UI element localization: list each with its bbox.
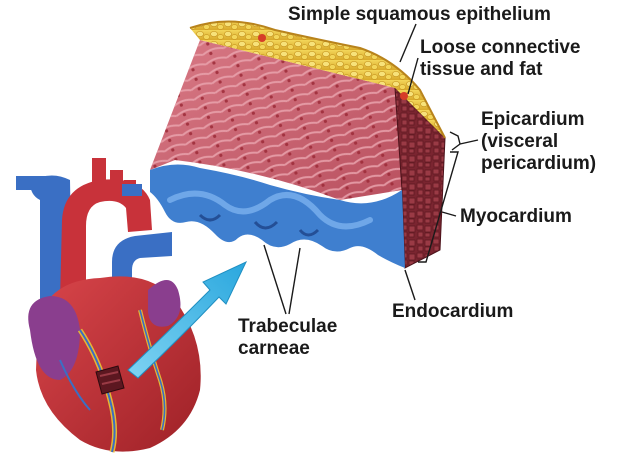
- aorta-branch: [110, 170, 123, 196]
- epithelium-surface: [189, 20, 446, 139]
- label-loose-connective-tissue: Loose connective tissue and fat: [420, 37, 581, 81]
- leader-epicardium: [459, 139, 479, 145]
- label-endocardium: Endocardium: [392, 301, 513, 323]
- label-text-line2: (visceral: [481, 131, 559, 152]
- label-text: Simple squamous epithelium: [288, 4, 551, 25]
- leader-trabeculae-2: [288, 247, 301, 315]
- leader-myocardium: [441, 211, 457, 217]
- zoom-arrow: [127, 260, 248, 379]
- label-text-line3: pericardium): [481, 153, 597, 174]
- label-text: Endocardium: [392, 301, 514, 322]
- label-myocardium: Myocardium: [460, 206, 572, 228]
- aorta-branch: [92, 158, 106, 188]
- leader-loose-connective: [407, 57, 419, 95]
- left-atrium: [148, 280, 181, 327]
- fat-layer: [190, 21, 445, 138]
- leader-trabeculae-1: [263, 244, 287, 315]
- bracket-epicardium: [449, 131, 461, 151]
- label-text-line2: tissue and fat: [420, 59, 543, 80]
- tissue-block: [150, 20, 446, 269]
- label-text-line1: Epicardium: [481, 109, 585, 130]
- endocardium-trabeculae: [150, 164, 405, 268]
- label-text-line1: Trabeculae: [238, 316, 338, 337]
- label-text: Myocardium: [460, 206, 572, 227]
- label-text-line2: carneae: [238, 338, 310, 359]
- leader-simple-squamous: [399, 23, 417, 63]
- aorta-arch: [60, 179, 152, 300]
- heart-illustration: [16, 158, 201, 453]
- vein-branch: [16, 176, 46, 190]
- label-trabeculae-carneae: Trabeculae carneae: [238, 316, 337, 360]
- leader-endocardium: [404, 269, 416, 301]
- label-text-line1: Loose connective: [420, 37, 581, 58]
- label-simple-squamous-epithelium: Simple squamous epithelium: [288, 4, 551, 26]
- myocardium-cross-section: [395, 88, 445, 268]
- label-epicardium: Epicardium (visceral pericardium): [481, 109, 596, 175]
- bracket-myocardium: [418, 151, 459, 263]
- leader-lines: [263, 23, 479, 315]
- right-atrium: [28, 296, 80, 380]
- vein-branch: [122, 184, 142, 196]
